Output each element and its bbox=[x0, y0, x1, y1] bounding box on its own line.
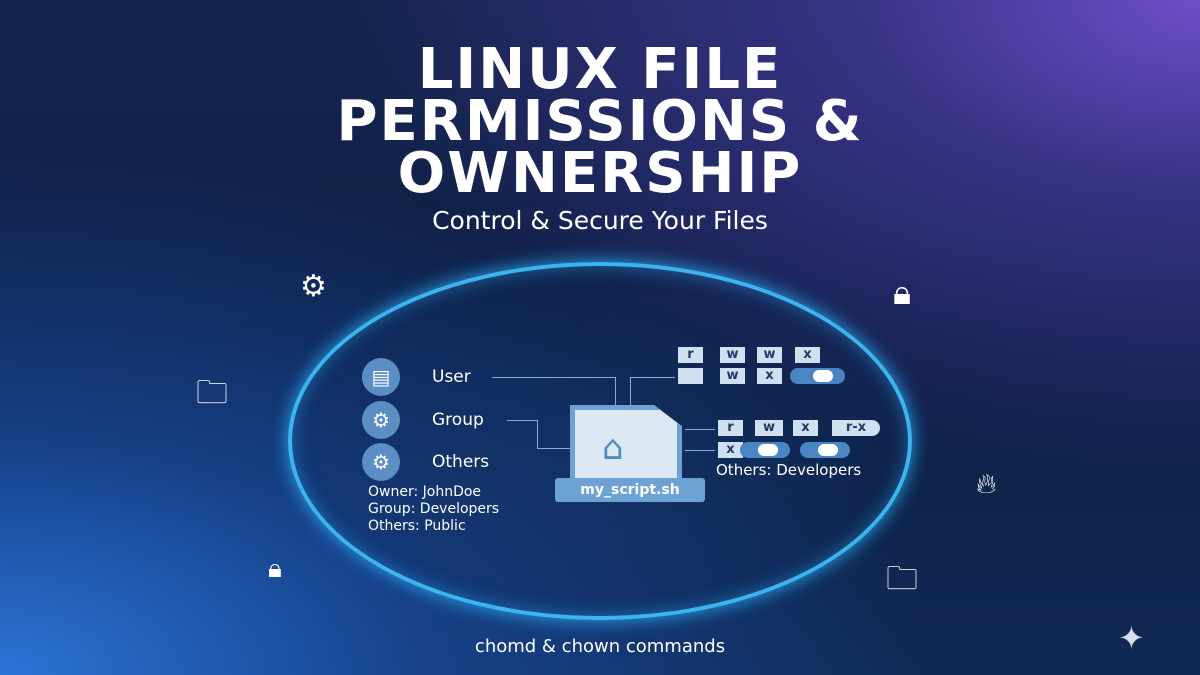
connector bbox=[615, 377, 616, 405]
owner-text: Owner: JohnDoe bbox=[368, 484, 482, 500]
id-card-icon: ▤ bbox=[362, 358, 400, 396]
title-line-2: PERMISSIONS & bbox=[336, 89, 864, 154]
footer-text: chomd & chown commands bbox=[474, 636, 726, 657]
gear-icon: ⚙ bbox=[362, 401, 400, 439]
file-name: my_script.sh bbox=[555, 478, 705, 502]
others-caption: Others: Developers bbox=[716, 461, 862, 479]
perm-box: x bbox=[795, 347, 820, 363]
perm-box: w bbox=[720, 368, 745, 384]
connector bbox=[507, 420, 537, 421]
connector bbox=[685, 429, 715, 430]
group-text: Group: Developers bbox=[368, 501, 500, 517]
permission-toggle[interactable] bbox=[740, 442, 790, 458]
connector bbox=[685, 450, 715, 451]
permission-toggle[interactable] bbox=[790, 368, 845, 384]
role-user: User bbox=[432, 367, 471, 387]
permission-toggle[interactable] bbox=[800, 442, 850, 458]
perm-box bbox=[678, 368, 703, 384]
connector bbox=[630, 377, 631, 405]
connector bbox=[630, 377, 675, 378]
perm-box: w bbox=[757, 347, 782, 363]
perm-box: x bbox=[718, 442, 743, 458]
perm-box: x bbox=[793, 420, 818, 436]
perm-box: x bbox=[757, 368, 782, 384]
lock-icon: 🔒︎ bbox=[268, 554, 282, 584]
glowing-ring bbox=[288, 262, 912, 620]
file-icon bbox=[570, 405, 682, 490]
folder-icon: 🗀 bbox=[196, 373, 229, 411]
perm-box: r-x bbox=[832, 420, 880, 436]
title-line-1: LINUX FILE bbox=[417, 37, 783, 102]
fire-icon: 🔥︎ bbox=[976, 467, 997, 500]
subtitle: Control & Secure Your Files bbox=[432, 206, 768, 235]
connector bbox=[537, 448, 570, 449]
title-line-3: OWNERSHIP bbox=[397, 141, 803, 206]
sparkle-icon: ✦ bbox=[1118, 619, 1145, 657]
connector bbox=[537, 420, 538, 448]
perm-box: r bbox=[718, 420, 743, 436]
role-group: Group bbox=[432, 410, 484, 430]
gear-icon: ⚙ bbox=[362, 443, 400, 481]
folder-icon: 🗀 bbox=[886, 559, 919, 597]
gear-icon: ⚙ bbox=[300, 269, 327, 304]
perm-box: w bbox=[755, 420, 783, 436]
perm-box: r bbox=[678, 347, 703, 363]
perm-box: w bbox=[720, 347, 745, 363]
connector bbox=[492, 377, 616, 378]
role-others: Others bbox=[432, 452, 490, 472]
lock-icon: 🔒︎ bbox=[893, 273, 912, 313]
others-text: Others: Public bbox=[368, 518, 466, 534]
home-icon: ⌂ bbox=[602, 428, 624, 468]
